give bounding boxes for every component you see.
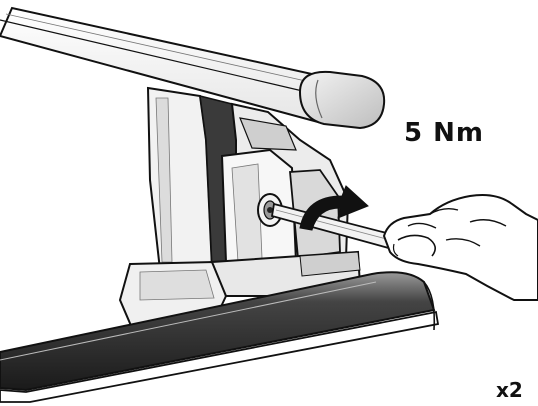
load-bar xyxy=(0,6,332,124)
rotation-arrow-icon xyxy=(299,185,369,231)
bar-end-cap xyxy=(298,70,386,130)
car-roof xyxy=(0,271,440,403)
torque-value: 5 Nm xyxy=(404,118,484,148)
quantity-multiplier: x2 xyxy=(496,378,523,402)
hand xyxy=(382,194,538,301)
